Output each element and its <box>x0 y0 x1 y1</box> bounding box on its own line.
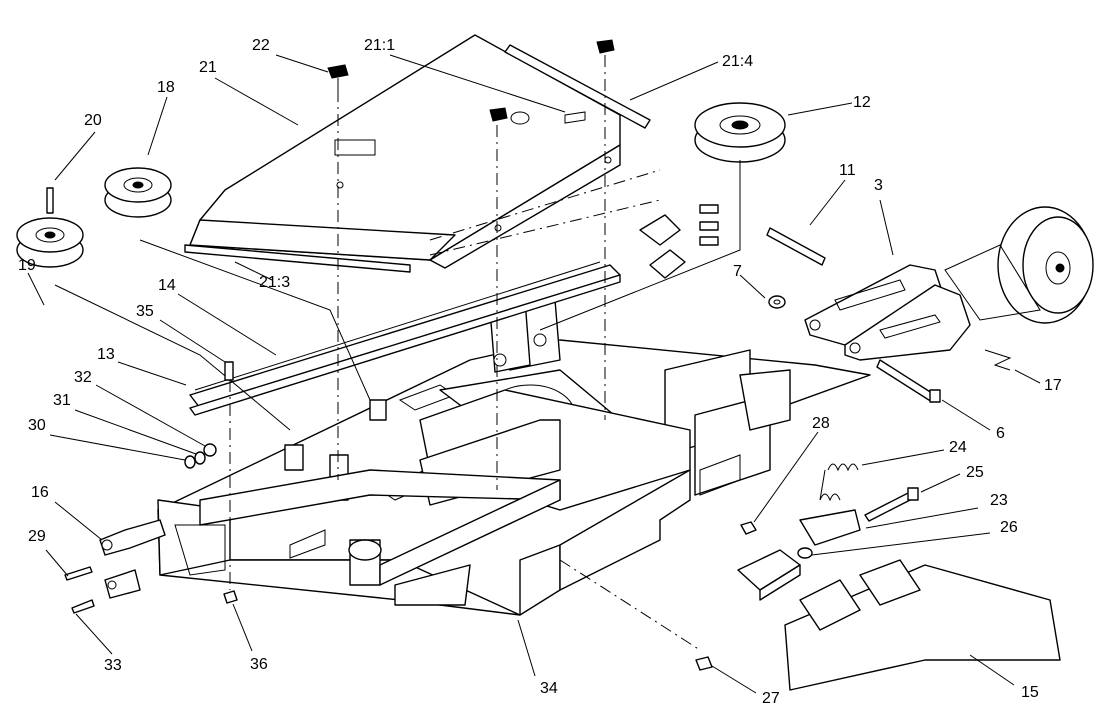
callout-22: 22 <box>252 37 270 54</box>
knob-top-1 <box>596 39 615 54</box>
callout-19: 19 <box>18 257 36 274</box>
callout-21-3: 21:3 <box>259 274 290 291</box>
bracket-23 <box>797 509 861 559</box>
belt-cover <box>184 34 651 273</box>
wheel-arm <box>804 264 971 361</box>
callout-14: 14 <box>158 277 176 294</box>
bolt-27 <box>695 656 713 671</box>
callout-33: 33 <box>104 657 122 674</box>
axle-pin-11 <box>766 227 826 266</box>
washers-30-32 <box>184 443 217 469</box>
knob-top-2 <box>489 107 508 122</box>
idler-pulley-large <box>694 102 786 163</box>
bolt-20 <box>46 187 54 214</box>
bolt-33 <box>71 599 95 614</box>
callout-15: 15 <box>1021 684 1039 701</box>
callout-6: 6 <box>996 425 1005 442</box>
callout-labels: 22 21:1 21:4 21 18 20 12 11 3 19 21:3 7 … <box>18 37 1062 707</box>
leader-lines <box>27 54 1041 694</box>
callout-32: 32 <box>74 369 92 386</box>
bolt-6 <box>876 359 941 403</box>
callout-11: 11 <box>839 162 856 179</box>
callout-16: 16 <box>31 484 49 501</box>
callout-20: 20 <box>84 112 102 129</box>
callout-34: 34 <box>540 680 558 697</box>
mower-deck <box>157 299 871 616</box>
spindle-bolts <box>639 204 719 279</box>
idler-pulley-19 <box>16 217 84 268</box>
callout-26: 26 <box>1000 519 1018 536</box>
assembly-lines <box>54 55 741 651</box>
callout-29: 29 <box>28 528 46 545</box>
callout-35: 35 <box>136 303 154 320</box>
callout-25: 25 <box>966 464 984 481</box>
bolt-25 <box>864 487 919 522</box>
wheel <box>944 206 1094 324</box>
bolt-29 <box>64 566 93 581</box>
callout-36: 36 <box>250 656 268 673</box>
callout-31: 31 <box>53 392 71 409</box>
callout-12: 12 <box>853 94 871 111</box>
nut-36 <box>223 590 238 604</box>
washer-7 <box>768 295 786 309</box>
idler-bracket-lower <box>104 569 141 599</box>
callout-27: 27 <box>762 690 780 707</box>
hinge-bracket <box>737 549 801 601</box>
callout-24: 24 <box>949 439 967 456</box>
spring-24 <box>819 463 859 502</box>
callout-18: 18 <box>157 79 175 96</box>
hairpin-17 <box>984 349 1012 371</box>
callout-21: 21 <box>199 59 217 76</box>
nut-28 <box>740 521 757 535</box>
callout-17: 17 <box>1044 377 1062 394</box>
callout-21-4: 21:4 <box>722 53 753 70</box>
callout-21-1: 21:1 <box>364 37 395 54</box>
idler-pulley-18 <box>104 167 172 218</box>
callout-23: 23 <box>990 492 1008 509</box>
callout-30: 30 <box>28 417 46 434</box>
belt-guard-rail <box>189 261 621 416</box>
callout-28: 28 <box>812 415 830 432</box>
knob-22 <box>327 64 349 90</box>
callout-3: 3 <box>874 177 883 194</box>
callout-13: 13 <box>97 346 115 363</box>
discharge-chute <box>784 559 1061 691</box>
bolt-35 <box>224 361 234 381</box>
callout-7: 7 <box>733 263 742 280</box>
idler-bracket-16 <box>99 519 166 556</box>
